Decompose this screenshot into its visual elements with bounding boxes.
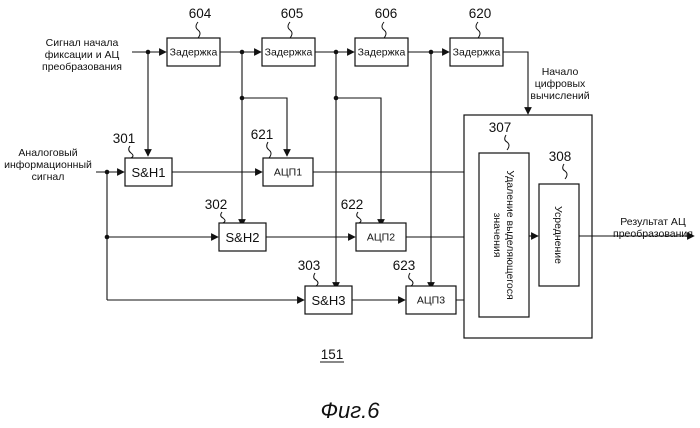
leader-302 [221, 212, 225, 223]
leader-604 [196, 22, 200, 38]
ref-622: 622 [341, 197, 364, 212]
leader-301 [129, 146, 133, 158]
junction-ctrl-adc2 [334, 96, 339, 101]
leader-620 [476, 22, 480, 38]
svg-text:преобразования: преобразования [42, 61, 122, 73]
leader-606 [382, 22, 386, 38]
delay-606-label: Задержка [358, 47, 406, 59]
svg-text:вычислений: вычислений [530, 90, 589, 102]
svg-text:Сигнал начала: Сигнал начала [46, 37, 119, 49]
ref-620: 620 [469, 6, 492, 21]
leader-622 [357, 212, 361, 223]
sh3-label: S&H3 [312, 293, 346, 308]
figure-caption: Фиг.6 [321, 398, 381, 423]
junction-ctrl-adc1 [240, 96, 245, 101]
ref-308: 308 [549, 149, 572, 164]
svg-text:Результат АЦ: Результат АЦ [620, 216, 686, 228]
analog-signal-label: Аналоговый информационный сигнал [4, 147, 92, 183]
averaging-label: Усреднение [552, 206, 564, 264]
svg-text:фиксации и АЦ: фиксации и АЦ [45, 49, 120, 61]
ref-605: 605 [281, 6, 304, 21]
adc1-label: АЦП1 [274, 167, 302, 179]
adc2-label: АЦП2 [367, 232, 395, 244]
outlier-removal-block [479, 153, 529, 317]
leader-605 [288, 22, 292, 38]
svg-text:Начало: Начало [542, 66, 579, 78]
svg-text:сигнал: сигнал [32, 171, 65, 183]
start-signal-label: Сигнал начала фиксации и АЦ преобразован… [42, 37, 122, 73]
ref-303: 303 [298, 258, 321, 273]
leader-303 [314, 273, 318, 286]
delay-605-label: Задержка [265, 47, 313, 59]
ref-623: 623 [393, 258, 416, 273]
digital-start-line [503, 52, 528, 114]
figure-number: 151 [321, 347, 344, 362]
ref-301: 301 [113, 131, 136, 146]
ref-302: 302 [205, 197, 228, 212]
delay-604-label: Задержка [170, 47, 218, 59]
svg-text:преобразования: преобразования [613, 228, 693, 240]
digital-start-label: Начало цифровых вычислений [530, 66, 589, 102]
sh1-label: S&H1 [132, 165, 166, 180]
svg-text:Удаление выделяющегося: Удаление выделяющегося [504, 170, 516, 299]
result-label: Результат АЦ преобразования [613, 216, 693, 240]
svg-text:информационный: информационный [4, 159, 92, 171]
ref-621: 621 [251, 127, 274, 142]
ref-604: 604 [189, 6, 212, 21]
svg-text:Аналоговый: Аналоговый [18, 147, 77, 159]
sh2-label: S&H2 [226, 230, 260, 245]
leader-623 [409, 273, 413, 286]
svg-text:значения: значения [491, 213, 503, 258]
svg-text:цифровых: цифровых [535, 78, 586, 90]
adc3-label: АЦП3 [417, 295, 445, 307]
ref-307: 307 [489, 120, 512, 135]
leader-621 [267, 142, 271, 158]
ref-606: 606 [375, 6, 398, 21]
delay-620-label: Задержка [453, 47, 501, 59]
